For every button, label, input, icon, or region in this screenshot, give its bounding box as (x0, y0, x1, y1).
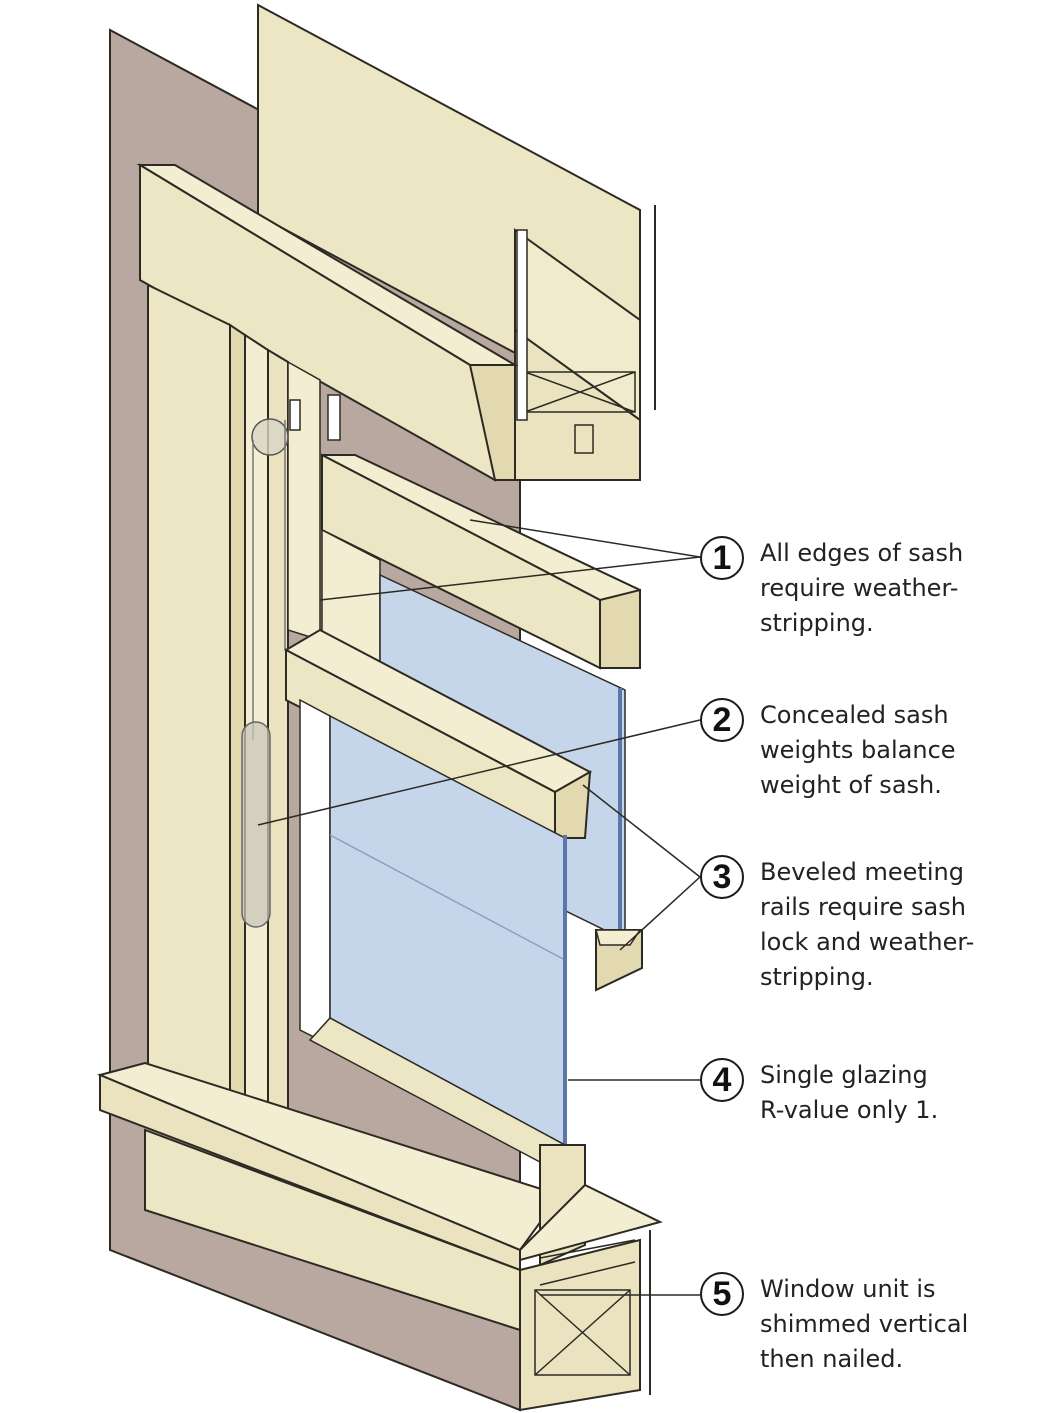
sash-weight-assembly (241, 394, 341, 928)
callout-text-line: stripping. (760, 609, 874, 637)
callout-text-line: All edges of sash (760, 539, 964, 567)
callout-number-4: 4 (700, 1058, 744, 1102)
callout-text-line: weights balance (760, 736, 956, 764)
callout-text-line: rails require sash (760, 893, 966, 921)
callout-text-line: Window unit is (760, 1275, 936, 1303)
callout-text-line: stripping. (760, 963, 874, 991)
callout-text-line: Single glazing (760, 1061, 928, 1089)
callout-number-3: 3 (700, 855, 744, 899)
callout-text-line: Beveled meeting (760, 858, 964, 886)
callout-text-1: All edges of sash require weather- strip… (760, 536, 963, 641)
callout-text-line: weight of sash. (760, 771, 942, 799)
callout-text-line: then nailed. (760, 1345, 904, 1373)
callout-text-3: Beveled meeting rails require sash lock … (760, 855, 974, 995)
header-framing (514, 228, 641, 481)
lower-sash (283, 628, 593, 1172)
callout-text-5: Window unit is shimmed vertical then nai… (760, 1272, 968, 1377)
callout-text-line: lock and weather- (760, 928, 975, 956)
callout-number-2: 2 (700, 698, 744, 742)
leader-line-1a (469, 519, 701, 558)
leader-line-3a (582, 784, 701, 878)
callout-text-4: Single glazing R-value only 1. (760, 1058, 938, 1128)
callout-text-line: shimmed vertical (760, 1310, 969, 1338)
head-casing (136, 163, 519, 482)
leader-line-2 (257, 719, 701, 826)
callout-text-2: Concealed sash weights balance weight of… (760, 698, 956, 803)
leader-lines (257, 519, 701, 1296)
callout-text-line: Concealed sash (760, 701, 949, 729)
callout-number-1: 1 (700, 536, 744, 580)
sill-framing (519, 1230, 651, 1412)
leader-line-1b (319, 556, 701, 601)
callout-text-line: R-value only 1. (760, 1096, 939, 1124)
callout-text-line: require weather- (760, 574, 959, 602)
side-casing (147, 283, 321, 1127)
callout-number-5: 5 (700, 1272, 744, 1316)
leader-line-3b (619, 876, 701, 951)
